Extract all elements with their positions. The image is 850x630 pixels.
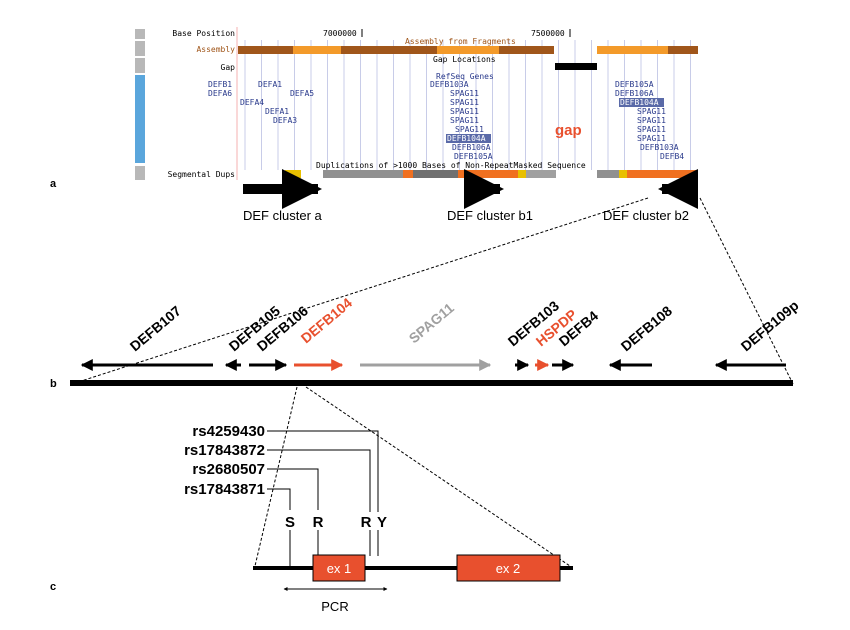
gene-label: DEFA1 bbox=[265, 107, 289, 116]
genes-right: DEFB105A DEFB106A DEFB104A SPAG11 SPAG11… bbox=[615, 80, 684, 161]
tick-label: 7000000 bbox=[323, 29, 357, 38]
gene-label: DEFB106A bbox=[615, 89, 654, 98]
gene-label: DEFB106A bbox=[452, 143, 491, 152]
gene-label: DEFA6 bbox=[208, 89, 232, 98]
segmental-dups-track bbox=[285, 170, 698, 178]
cluster-a-label: DEF cluster a bbox=[243, 208, 323, 223]
snp-label: rs2680507 bbox=[192, 461, 265, 478]
track-handle[interactable] bbox=[135, 29, 145, 39]
snp-label: rs17843871 bbox=[184, 481, 265, 498]
snp-allele: R bbox=[313, 514, 324, 531]
gene-label: DEFB103A bbox=[430, 80, 469, 89]
gene-label: DEFA5 bbox=[290, 89, 314, 98]
genome-browser: Base Position Assembly Gap Segmental Dup… bbox=[135, 27, 698, 180]
genes-mid: DEFB103A SPAG11 SPAG11 SPAG11 SPAG11 SPA… bbox=[430, 80, 493, 161]
gene-label-defb104: DEFB104 bbox=[298, 294, 356, 346]
panel-label-c: c bbox=[50, 581, 56, 593]
label-base-position: Base Position bbox=[172, 29, 235, 38]
gene-label: DEFB103A bbox=[640, 143, 679, 152]
zoom-lines bbox=[71, 197, 794, 567]
cluster-b1-label: DEF cluster b1 bbox=[447, 208, 533, 223]
gene-label: DEFB4 bbox=[660, 152, 684, 161]
track-handle-refseq[interactable] bbox=[135, 75, 145, 163]
assembly-track bbox=[238, 46, 698, 54]
label-assembly: Assembly bbox=[196, 45, 235, 54]
chromosome-line bbox=[70, 380, 793, 386]
snp-label: rs4259430 bbox=[192, 423, 265, 440]
gene-label-defb108: DEFB108 bbox=[618, 302, 676, 354]
gene-label-highlighted: DEFB104A bbox=[620, 98, 659, 107]
gene-structure: ex 1 ex 2 rs4259430 rs17843872 rs2680507… bbox=[184, 423, 573, 614]
gene-label-spag11: SPAG11 bbox=[406, 300, 457, 347]
pcr-label: PCR bbox=[321, 599, 348, 614]
snp-leaders bbox=[267, 430, 379, 566]
panel-label-a: a bbox=[50, 178, 57, 190]
gene-label: SPAG11 bbox=[637, 116, 666, 125]
label-gap: Gap bbox=[221, 63, 236, 72]
genes-left: DEFB1 DEFA1 DEFA6 DEFA5 DEFA4 DEFA1 DEFA… bbox=[208, 80, 314, 125]
gene-label: DEFA3 bbox=[273, 116, 297, 125]
track-handle[interactable] bbox=[135, 58, 145, 73]
gene-label: DEFB105A bbox=[615, 80, 654, 89]
gene-label: SPAG11 bbox=[450, 107, 479, 116]
snp-label: rs17843872 bbox=[184, 442, 265, 459]
exon-2 bbox=[456, 554, 561, 582]
exon-2-label: ex 2 bbox=[496, 561, 521, 576]
gene-label: SPAG11 bbox=[450, 116, 479, 125]
gap-block bbox=[555, 63, 597, 70]
gene-label: DEFA4 bbox=[240, 98, 264, 107]
gene-label: DEFA1 bbox=[258, 80, 282, 89]
gene-label: SPAG11 bbox=[637, 125, 666, 134]
gene-label: SPAG11 bbox=[637, 107, 666, 116]
gene-line bbox=[253, 566, 573, 570]
panel-label-b: b bbox=[50, 378, 57, 390]
assembly-caption: Assembly from Fragments bbox=[405, 37, 516, 46]
gene-label-defb109p: DEFB109p bbox=[738, 297, 802, 354]
gap-caption: Gap Locations bbox=[433, 55, 496, 64]
cluster-b2-label: DEF cluster b2 bbox=[603, 208, 689, 223]
exon-1 bbox=[312, 554, 366, 582]
gap-label: gap bbox=[555, 122, 582, 139]
gene-label: DEFB1 bbox=[208, 80, 232, 89]
refseq-caption: RefSeq Genes bbox=[436, 72, 494, 81]
gene-label: SPAG11 bbox=[455, 125, 484, 134]
snp-allele: Y bbox=[377, 514, 387, 531]
track-handle[interactable] bbox=[135, 41, 145, 56]
exon-1-label: ex 1 bbox=[327, 561, 352, 576]
snp-allele: S bbox=[285, 514, 295, 531]
gene-label: SPAG11 bbox=[450, 98, 479, 107]
gene-label: SPAG11 bbox=[637, 134, 666, 143]
snp-allele: R bbox=[361, 514, 372, 531]
label-segmental-dups: Segmental Dups bbox=[168, 170, 236, 179]
gene-label: DEFB105A bbox=[454, 152, 493, 161]
track-handle[interactable] bbox=[135, 166, 145, 180]
gene-label-highlighted: DEFB104A bbox=[447, 134, 486, 143]
gene-label-defb107: DEFB107 bbox=[127, 302, 185, 354]
dups-caption: Duplications of >1000 Bases of Non-Repea… bbox=[316, 161, 586, 170]
cluster-arrows: DEF cluster a DEF cluster b1 DEF cluster… bbox=[243, 169, 698, 223]
gene-label: SPAG11 bbox=[450, 89, 479, 98]
tick-label: 7500000 bbox=[531, 29, 565, 38]
